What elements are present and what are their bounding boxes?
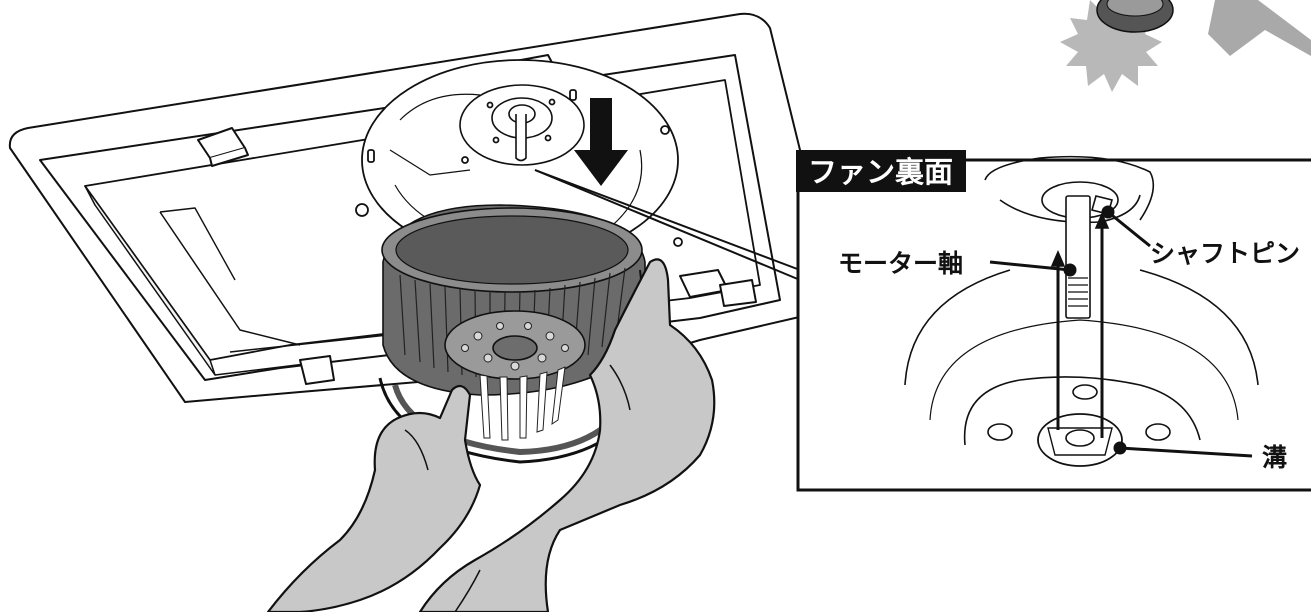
down-arrow-icon [574, 98, 628, 186]
inset-fan-back [904, 155, 1259, 467]
gloved-hands [266, 258, 716, 612]
inset-title: ファン裏面 [808, 155, 953, 189]
label-groove: 溝 [1262, 443, 1287, 472]
callout-pointer-lines [534, 169, 801, 281]
label-motor-shaft: モーター軸 [838, 249, 963, 278]
label-leader-lines [989, 205, 1253, 458]
label-shaft-pin: シャフトピン [1150, 239, 1300, 268]
inset-title-bg [796, 150, 966, 192]
warning-starburst [1060, 0, 1311, 92]
inset-panel: ファン裏面 [796, 150, 1311, 492]
